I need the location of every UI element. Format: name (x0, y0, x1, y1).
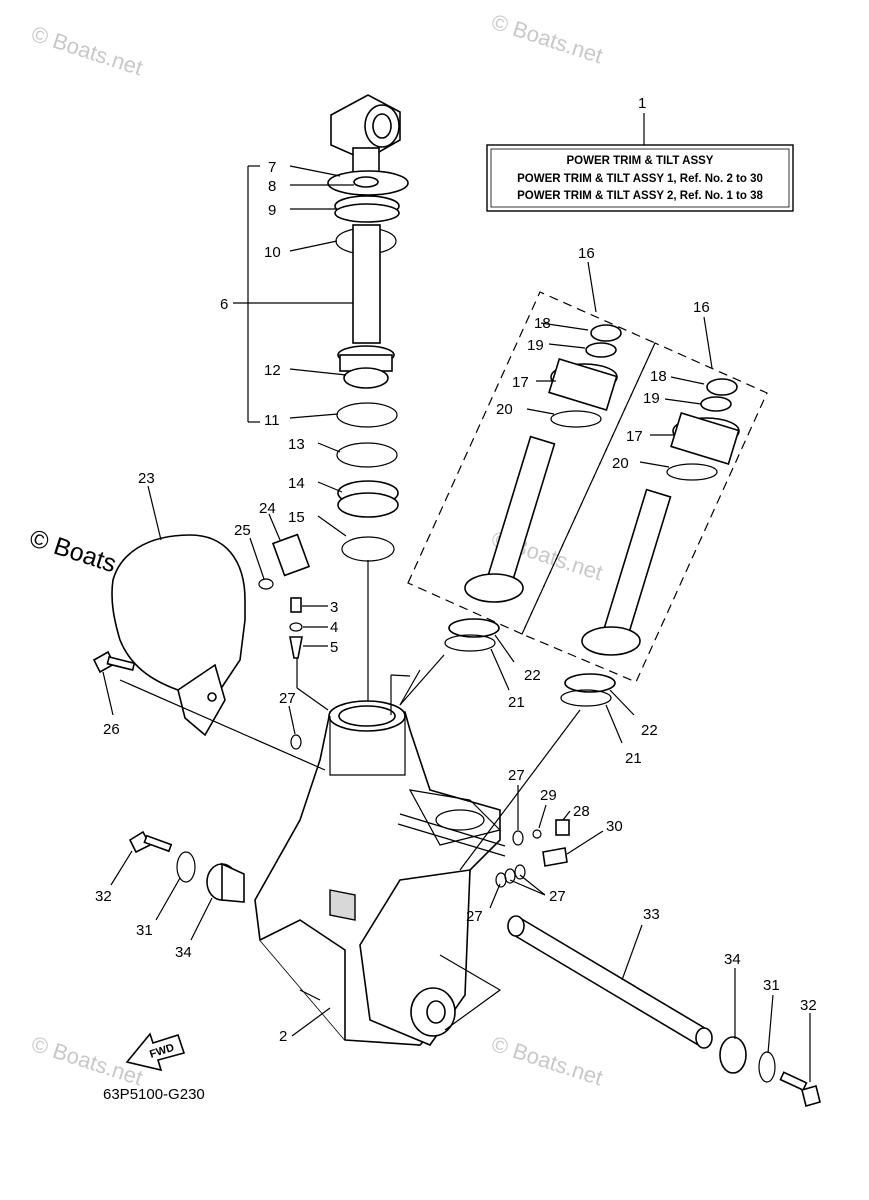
callout-17b: 17 (626, 428, 643, 445)
callout-12: 12 (264, 362, 281, 379)
callout-27d: 27 (466, 908, 483, 925)
legend-title: POWER TRIM & TILT ASSY (567, 155, 714, 167)
callout-9: 9 (268, 202, 276, 219)
watermark-bottom-right: © Boats.net (488, 1031, 605, 1090)
callout-13: 13 (288, 436, 305, 453)
callout-22a: 22 (524, 667, 541, 684)
callout-11: 11 (264, 412, 280, 429)
bolt-26 (92, 650, 136, 716)
callout-33: 33 (643, 906, 660, 923)
small-parts-upper (249, 513, 328, 659)
callout-27c: 27 (549, 888, 566, 905)
callout-23: 23 (138, 470, 155, 487)
callout-18a: 18 (534, 315, 551, 332)
trim-piston-assembly-2 (521, 316, 768, 744)
callout-17a: 17 (512, 374, 529, 391)
leader-lines-rod (289, 165, 369, 715)
callout-numbers: 2 3 4 5 6 7 8 9 10 11 12 13 14 15 16 16 … (95, 159, 817, 1045)
callout-8: 8 (268, 178, 276, 195)
diagram-code: 63P5100-G230 (103, 1086, 205, 1103)
tilt-pin-assembly (119, 679, 821, 1107)
assembly-legend: 1 POWER TRIM & TILT ASSY POWER TRIM & TI… (486, 95, 794, 212)
callout-34b: 34 (724, 951, 741, 968)
legend-line-1: POWER TRIM & TILT ASSY 1, Ref. No. 2 to … (517, 173, 763, 185)
callout-21b: 21 (625, 750, 642, 767)
group-bracket-6 (233, 165, 353, 423)
trim-tilt-cylinder-body (254, 652, 581, 1046)
callout-31b: 31 (763, 977, 780, 994)
callout-27a: 27 (279, 690, 296, 707)
callout-6: 6 (220, 296, 228, 313)
callout-34a: 34 (175, 944, 192, 961)
orings-27 (288, 705, 546, 909)
callout-5: 5 (330, 639, 338, 656)
callout-7: 7 (268, 159, 276, 176)
callout-32a: 32 (95, 888, 112, 905)
callout-24: 24 (259, 500, 276, 517)
callout-21a: 21 (508, 694, 525, 711)
callout-14: 14 (288, 475, 305, 492)
callout-25: 25 (234, 522, 251, 539)
callout-16b: 16 (693, 299, 710, 316)
legend-line-2: POWER TRIM & TILT ASSY 2, Ref. No. 1 to … (517, 190, 763, 202)
callout-27b: 27 (508, 767, 525, 784)
callout-20a: 20 (496, 401, 513, 418)
callout-18b: 18 (650, 368, 667, 385)
forward-direction-arrow: FWD (125, 1032, 186, 1072)
callout-31a: 31 (136, 922, 153, 939)
watermark-top-left: © Boats.net (28, 21, 145, 80)
callout-19b: 19 (643, 390, 660, 407)
callout-2: 2 (279, 1028, 287, 1045)
callout-26: 26 (103, 721, 120, 738)
cover (111, 485, 246, 737)
callout-1: 1 (638, 95, 646, 112)
callout-22b: 22 (641, 722, 658, 739)
callout-3: 3 (330, 599, 338, 616)
small-parts-right (532, 804, 604, 867)
callout-19a: 19 (527, 337, 544, 354)
callout-29: 29 (540, 787, 557, 804)
callout-10: 10 (264, 244, 281, 261)
callout-30: 30 (606, 818, 623, 835)
pin-hardware-left (110, 830, 245, 941)
trim-piston-assembly-1 (407, 261, 656, 691)
callout-20b: 20 (612, 455, 629, 472)
watermark-top-right: © Boats.net (488, 9, 605, 68)
callout-32b: 32 (800, 997, 817, 1014)
callout-15: 15 (288, 509, 305, 526)
tilt-rod-assembly (327, 94, 409, 562)
callout-4: 4 (330, 619, 338, 636)
callout-16a: 16 (578, 245, 595, 262)
callout-28: 28 (573, 803, 590, 820)
